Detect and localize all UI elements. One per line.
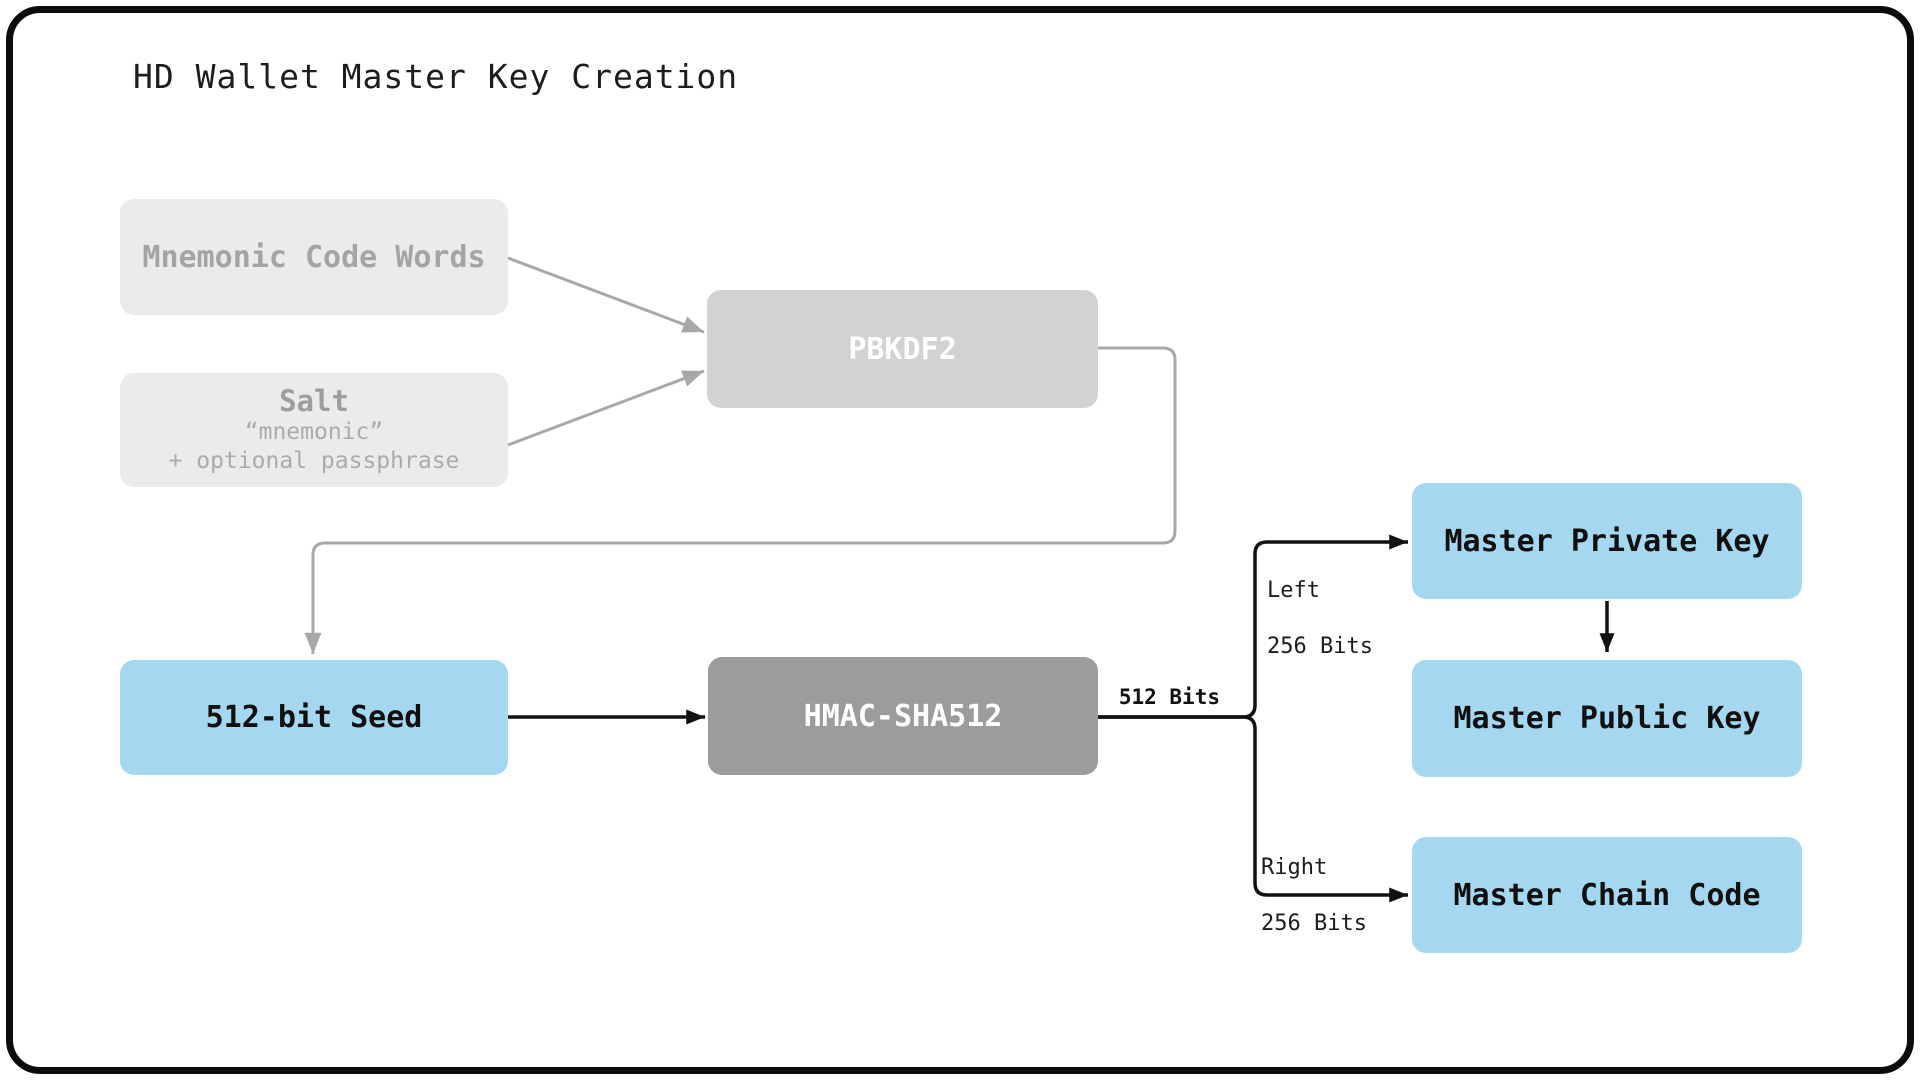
edge-pbkdf2-to-seed (304, 346, 1177, 654)
master-public-key-node: Master Public Key (1412, 660, 1802, 777)
left-256-bits-label: Left 256 Bits (1267, 549, 1373, 689)
hmac-sha512-node: HMAC-SHA512 (708, 657, 1098, 775)
pbkdf2-node: PBKDF2 (707, 290, 1098, 408)
master-chain-code-node: Master Chain Code (1412, 837, 1802, 953)
master-chain-code-label: Master Chain Code (1453, 877, 1761, 913)
edge-mnemonic-to-pbkdf2 (507, 256, 705, 334)
left-branch-line1: Left (1267, 578, 1320, 603)
right-256-bits-label: Right 256 Bits (1261, 826, 1367, 966)
salt-label: Salt (279, 384, 349, 418)
master-public-key-label: Master Public Key (1453, 701, 1761, 736)
left-branch-line2: 256 Bits (1267, 634, 1373, 659)
output-512-bits-label: 512 Bits (1118, 685, 1220, 709)
mnemonic-label: Mnemonic Code Words (142, 239, 486, 275)
master-private-key-node: Master Private Key (1412, 483, 1802, 599)
seed-label: 512-bit Seed (205, 700, 423, 735)
salt-passphrase-subtext: + optional passphrase (168, 448, 460, 474)
seed-node: 512-bit Seed (120, 660, 508, 775)
edge-salt-to-pbkdf2 (507, 369, 705, 447)
pbkdf2-label: PBKDF2 (848, 331, 957, 367)
salt-node: Salt “mnemonic” + optional passphrase (120, 373, 508, 487)
edge-hmac-to-chain (1098, 715, 1408, 903)
page-title: HD Wallet Master Key Creation (133, 57, 739, 96)
mnemonic-code-words-node: Mnemonic Code Words (120, 199, 508, 315)
right-branch-line1: Right (1261, 855, 1328, 880)
hmac-label: HMAC-SHA512 (803, 698, 1003, 734)
master-private-key-label: Master Private Key (1444, 523, 1770, 559)
salt-mnemonic-subtext: “mnemonic” (244, 419, 384, 445)
right-branch-line2: 256 Bits (1261, 911, 1367, 936)
